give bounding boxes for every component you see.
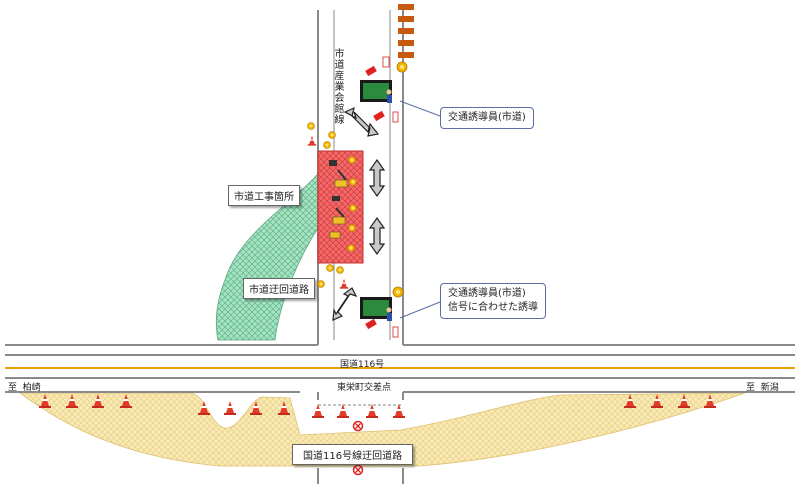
- excavator-icon: [329, 160, 348, 239]
- guide-callout-north-text: 交通誘導員(市道): [448, 112, 526, 123]
- guide-callout-south-line2: 信号に合わせた誘導: [448, 302, 538, 313]
- traffic-guard-station-south: [360, 286, 404, 338]
- direction-west: 至 柏崎: [8, 380, 41, 393]
- intersection-name: 東栄町交差点: [337, 383, 392, 393]
- two-way-arrow-icon: [332, 106, 386, 321]
- guide-callout-south: 交通誘導員(市道) 信号に合わせた誘導: [440, 283, 546, 319]
- construction-site-label: 市道工事箇所: [228, 185, 300, 206]
- traffic-guard-station-north: [360, 56, 408, 123]
- signboard-icon: [398, 4, 414, 58]
- direction-east-city: 新潟: [760, 383, 779, 393]
- national-road-name: 国道116号: [340, 360, 385, 370]
- direction-west-prefix: 至: [8, 383, 18, 393]
- direction-east-prefix: 至: [746, 383, 756, 393]
- guide-callout-south-line1: 交通誘導員(市道): [448, 288, 526, 299]
- direction-east: 至 新潟: [746, 380, 779, 393]
- city-road-name: 市道産業会館線: [332, 48, 343, 125]
- construction-zone: [317, 150, 364, 264]
- national-detour-label: 国道116号線迂回道路: [292, 444, 414, 465]
- direction-west-city: 柏崎: [22, 383, 41, 393]
- guide-callout-north: 交通誘導員(市道): [440, 107, 534, 129]
- city-detour-label: 市道迂回道路: [243, 278, 315, 299]
